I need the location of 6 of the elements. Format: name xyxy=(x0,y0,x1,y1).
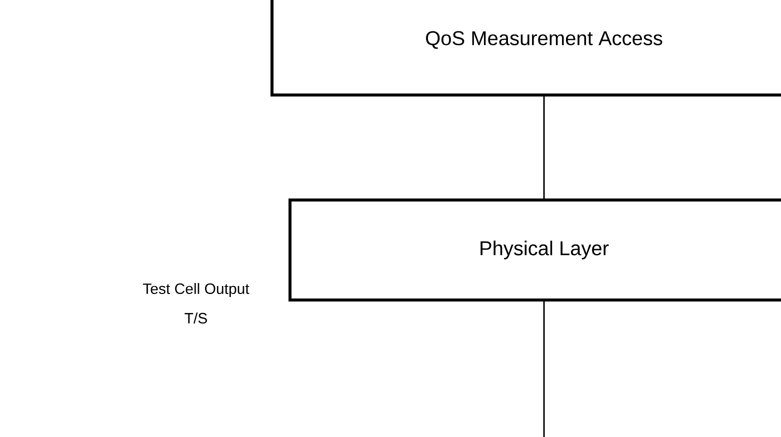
label-text: T/S xyxy=(184,312,207,324)
connector-line xyxy=(543,302,545,437)
connector-line xyxy=(543,96,545,198)
layer-box: QoS Measurement Access xyxy=(270,0,781,96)
label-text: Test Cell Output xyxy=(142,283,250,297)
layer-box: Physical Layer xyxy=(288,198,781,302)
